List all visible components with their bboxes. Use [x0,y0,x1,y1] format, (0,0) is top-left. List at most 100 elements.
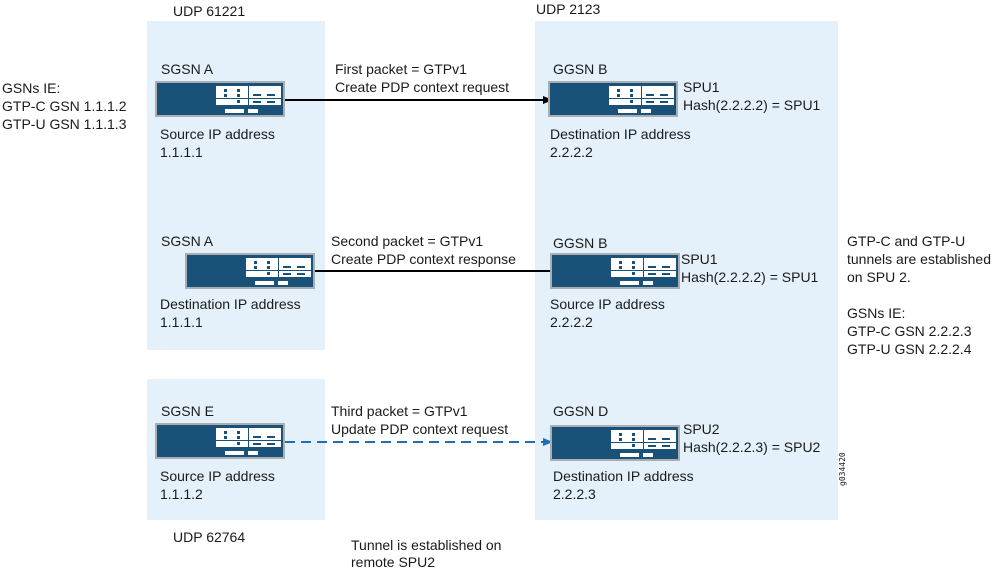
ggsn-ip-value: 2.2.2.2 [550,314,593,330]
panel-port [662,438,670,440]
panel-slot [620,281,639,285]
packet-label: Create PDP context request [335,79,510,95]
ggsn-d-device-icon [550,425,680,461]
panel-port [648,273,656,275]
panel-led [237,89,240,92]
sgsn-ip-value: 1.1.1.2 [160,486,203,502]
panel-port [283,266,291,268]
panel-slot [618,109,637,113]
ggsn-ip-label: Destination IP address [550,126,691,142]
ggsn-d-label: GGSN D [553,403,609,419]
panel-led [224,436,227,439]
panel-led [619,261,622,264]
panel-led [237,442,240,445]
panel-led [632,272,635,275]
panel-block [642,86,674,98]
panel-led [619,433,622,436]
spu-label: SPU1 [683,79,720,95]
note-line: GTP-C and GTP-U [847,233,966,249]
panel-block [611,430,643,442]
panel-led [632,433,635,436]
note-line: GTP-C GSN 2.2.2.3 [847,323,972,339]
panel-slot [248,109,258,113]
panel-led [632,266,635,269]
ggsn-ip-value: 2.2.2.2 [550,144,593,160]
panel-led [632,261,635,264]
ggsn-ip-label: Destination IP address [553,468,694,484]
panel-led [619,266,622,269]
panel-led [630,100,633,103]
panel-led [617,94,620,97]
sgsn-ip-value: 1.1.1.1 [160,314,203,330]
panel-port [648,266,656,268]
sgsn-a-label: SGSN A [161,233,214,249]
panel-led [254,266,257,269]
sgsn-e-label: SGSN E [161,403,214,419]
panel-led [237,431,240,434]
panel-port [267,101,275,103]
tunnel-note-line: Tunnel is established on [351,537,502,553]
panel-slot [278,281,288,285]
panel-block [246,271,278,277]
panel-port [253,436,261,438]
note-line: GSNs IE: [847,305,906,321]
panel-port [297,266,305,268]
panel-port [646,101,654,103]
hash-label: Hash(2.2.2.3) = SPU2 [683,439,821,455]
panel-slot [620,453,639,457]
panel-block [249,441,281,447]
panel-block [216,86,248,98]
ggsn-b-label: GGSN B [553,61,608,77]
sgsn-a-label: SGSN A [161,61,214,77]
panel-slot [641,109,651,113]
panel-block [642,99,674,105]
panel-led [237,100,240,103]
panel-block [644,258,676,270]
panel-block [246,258,278,270]
ggsn-b-device-icon [550,253,680,289]
sgsn-ip-value: 1.1.1.1 [160,144,203,160]
port-label-ggsn-top: UDP 2123 [536,1,601,17]
note-line: GSNs IE: [2,80,61,96]
panel-port [646,94,654,96]
sgsn-ip-label: Source IP address [160,468,275,484]
panel-led [630,94,633,97]
packet-label: Third packet = GTPv1 [331,403,468,419]
sgsn-e-device-icon [155,423,285,459]
panel-port [660,101,668,103]
panel-port [660,94,668,96]
panel-port [648,445,656,447]
panel-led [632,444,635,447]
panel-led [224,94,227,97]
note-line: on SPU 2. [847,269,911,285]
panel-port [253,443,261,445]
panel-led [630,89,633,92]
panel-slot [255,281,274,285]
tunnel-note-line: remote SPU2 [351,554,436,570]
note-line: tunnels are established [847,251,991,267]
panel-block [611,271,643,277]
panel-led [254,261,257,264]
sgsn-ip-label: Destination IP address [160,296,301,312]
panel-port [267,443,275,445]
panel-led [619,438,622,441]
panel-port [648,438,656,440]
note-line: GTP-C GSN 1.1.1.2 [2,98,127,114]
panel-led [267,272,270,275]
panel-block [609,86,641,98]
panel-block [249,86,281,98]
panel-block [609,99,641,105]
panel-port [662,273,670,275]
panel-block [249,428,281,440]
panel-led [617,89,620,92]
packet-label: Create PDP context response [331,251,516,267]
panel-slot [643,453,653,457]
sgsn-panel-top [147,21,325,350]
ggsn-b-label: GGSN B [553,235,608,251]
note-line: GTP-U GSN 2.2.2.4 [847,341,972,357]
panel-block [644,443,676,449]
port-label-sgsn-bottom: UDP 62764 [173,529,246,545]
panel-block [249,99,281,105]
panel-slot [225,451,244,455]
panel-port [253,94,261,96]
